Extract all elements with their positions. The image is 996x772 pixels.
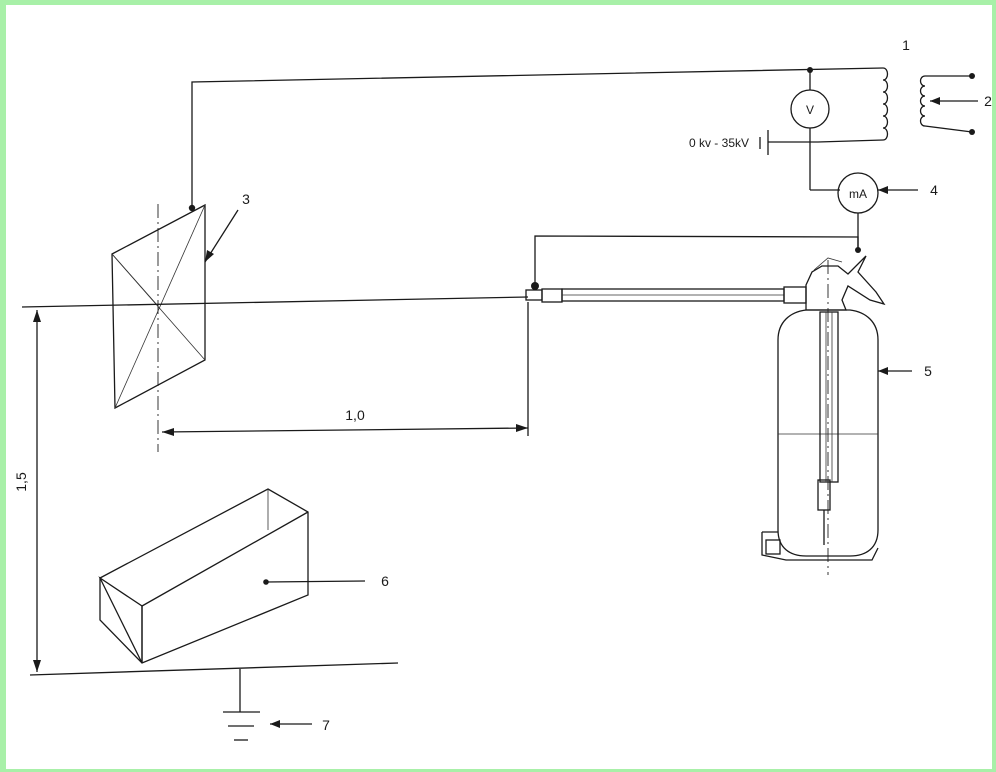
top-wire [191, 67, 884, 208]
hose [525, 282, 807, 304]
diagram-frame: V 0 kv - 35kV mA [6, 5, 992, 769]
plate-electrode [111, 203, 239, 452]
base-stand [761, 531, 879, 561]
ground-line [29, 662, 399, 676]
callout-2: 2 [984, 93, 992, 109]
ammeter: mA [837, 172, 918, 250]
ammeter-symbol: mA [849, 187, 867, 201]
siphon-tube [819, 311, 839, 483]
nozzle-coupling [541, 288, 563, 303]
dimension-vertical: 1,5 [13, 310, 41, 672]
callout-4: 4 [930, 182, 938, 198]
nozzle-tip [525, 289, 543, 301]
dim-vertical-label: 1,5 [13, 472, 29, 492]
dimension-horizontal: 1,0 [161, 302, 529, 436]
transformer [817, 67, 978, 143]
nozzle-wire [534, 235, 859, 285]
test-setup-diagram: V 0 kv - 35kV mA [13, 37, 992, 741]
dim-horizontal-label: 1,0 [345, 407, 365, 423]
callout-1: 1 [902, 37, 910, 53]
nozzle-axis [21, 296, 529, 308]
callout-6-leader [265, 580, 366, 583]
fire-extinguisher [761, 255, 912, 575]
voltmeter-symbol: V [806, 103, 814, 117]
plate-terminal [188, 204, 196, 212]
callout-7: 7 [322, 717, 330, 733]
earth-symbol [223, 669, 312, 741]
cylinder-body [777, 309, 879, 557]
secondary-coil [919, 75, 973, 133]
callout-3: 3 [242, 191, 250, 207]
callout-5: 5 [924, 363, 932, 379]
tray-front [98, 576, 143, 664]
fuel-tray [98, 488, 366, 664]
callout-6: 6 [381, 573, 389, 589]
input-terminal-top [969, 73, 975, 79]
hv-source: 0 kv - 35kV [689, 130, 818, 155]
voltmeter: V [790, 70, 840, 191]
valve-head [805, 255, 886, 311]
primary-coil [817, 67, 889, 143]
input-terminal-bottom [969, 129, 975, 135]
voltage-range-label: 0 kv - 35kV [689, 136, 749, 150]
callout-2-arrowhead [930, 97, 940, 105]
